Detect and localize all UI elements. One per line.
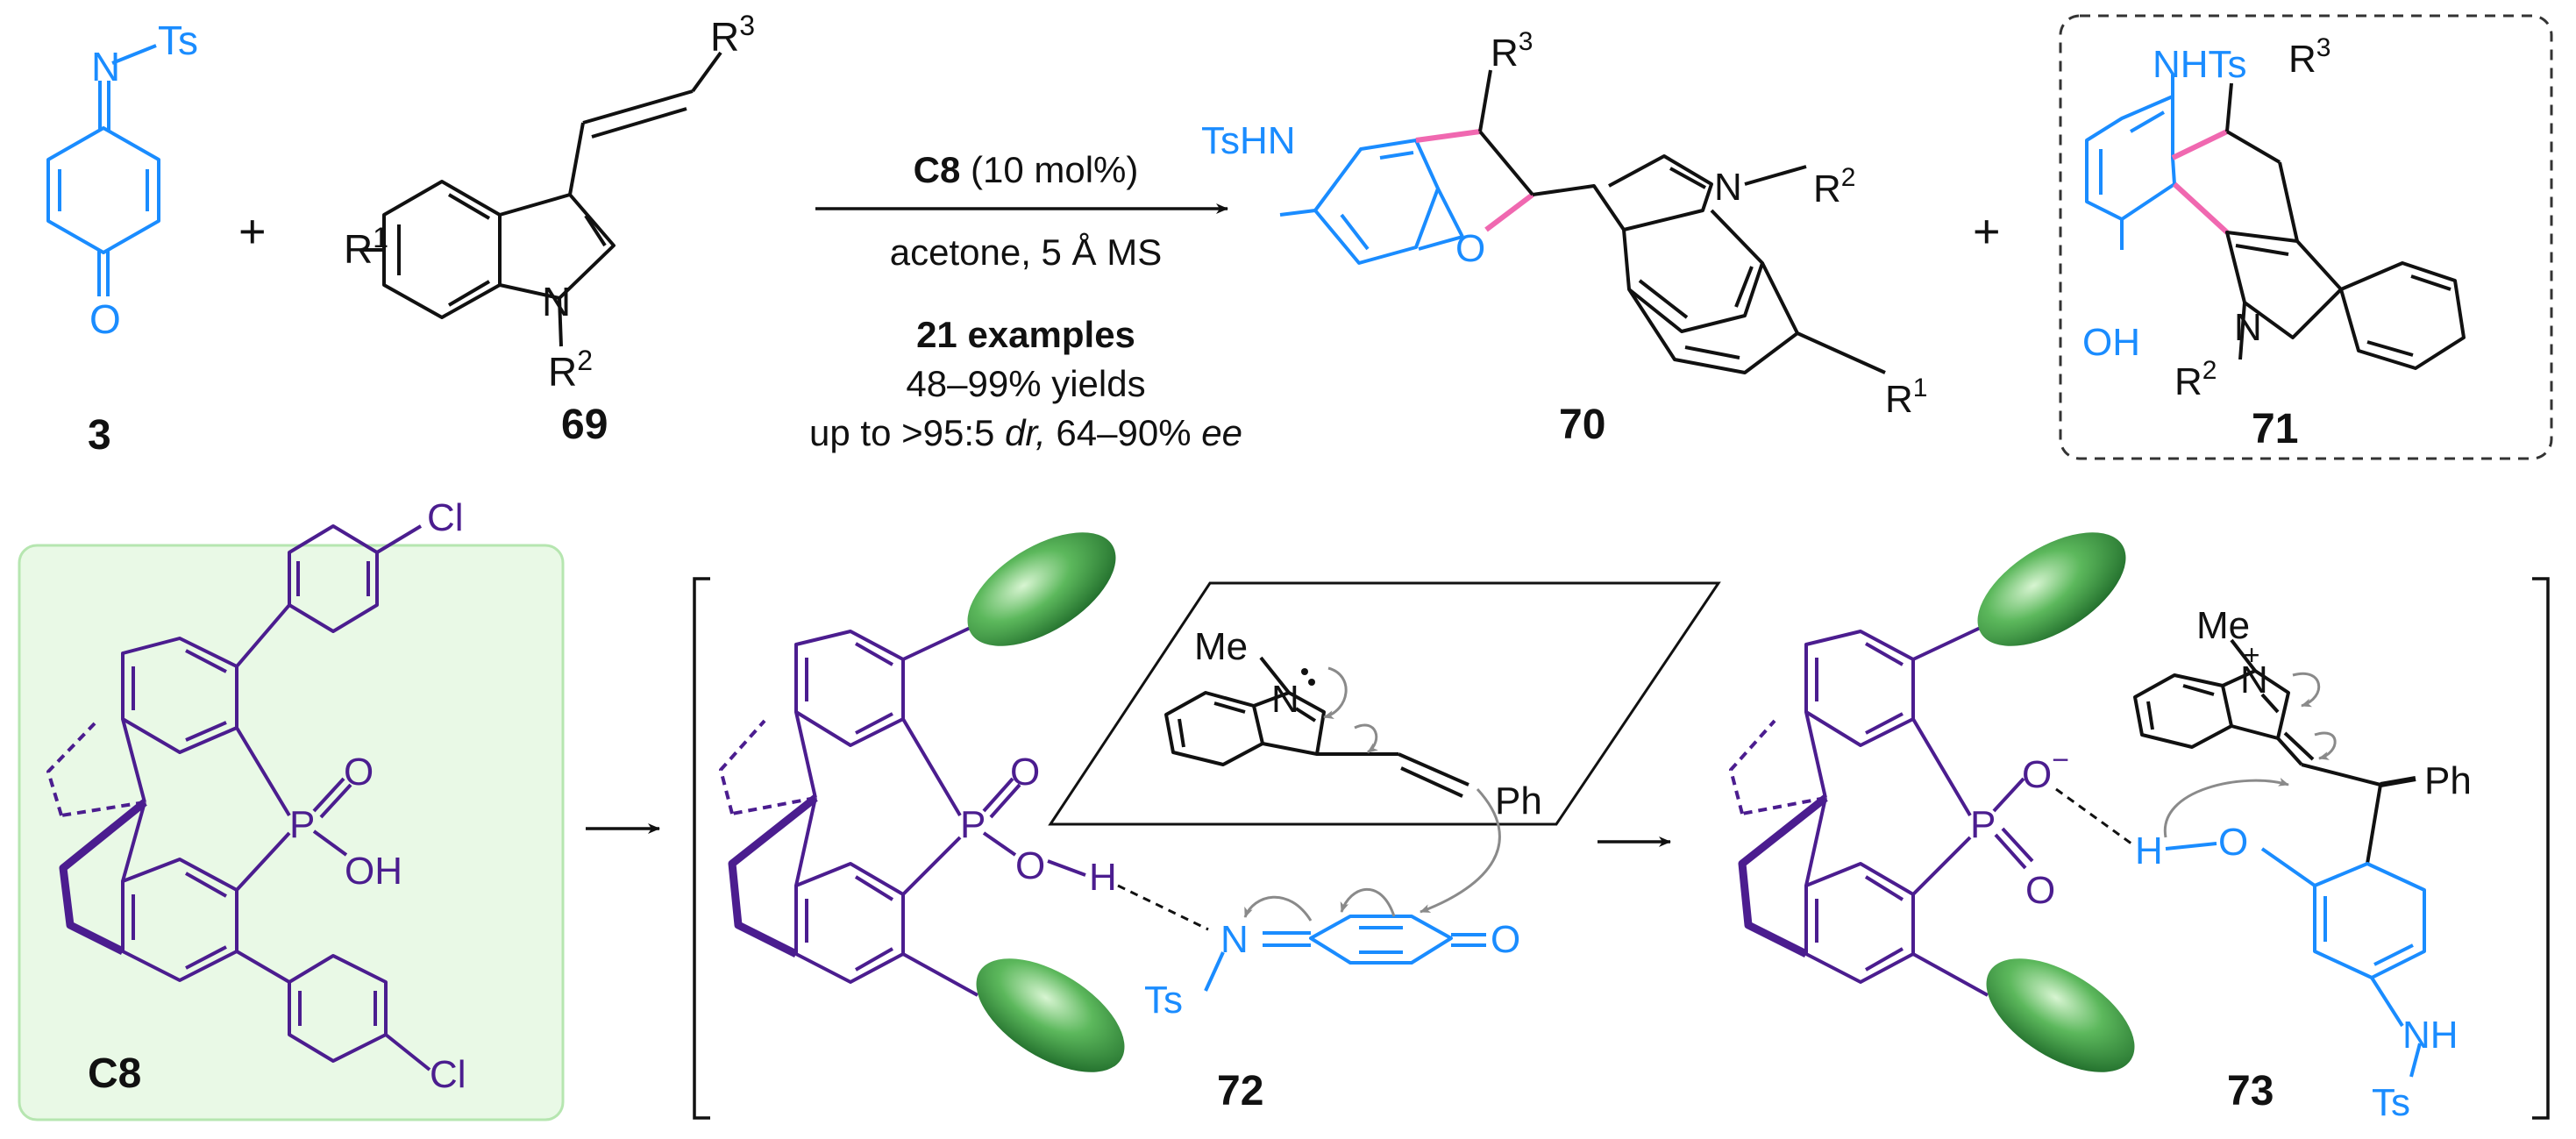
ts73-h-label: H: [2135, 829, 2163, 872]
ts72-indole-n-label: N: [1271, 678, 1299, 721]
c69-r1-label: R1: [344, 222, 388, 272]
c8-cl-top-label: Cl: [427, 496, 464, 539]
c70-o-label: O: [1455, 227, 1485, 270]
ts72-o1-label: O: [1010, 751, 1040, 794]
conditions-catalyst: C8 (10 mol%): [914, 149, 1139, 190]
ts73-number: 73: [2227, 1068, 2274, 1114]
compound-69: [361, 51, 722, 347]
ts73-nh-label: NH: [2402, 1014, 2459, 1057]
c70-r3-label: R3: [1491, 27, 1533, 75]
c71-nhts-label: NHTs: [2153, 43, 2247, 86]
compound-3-number: 3: [88, 412, 111, 459]
side-product-box: [2059, 14, 2553, 460]
compound-70-number: 70: [1559, 402, 1605, 448]
ts72-ketone-o-label: O: [1491, 918, 1520, 961]
ts72-electron-arrows: [1243, 666, 1501, 922]
c70-n-label: N: [1714, 166, 1742, 209]
c71-r3-label: R3: [2288, 33, 2330, 81]
ts73-steric-group-top: [1977, 532, 2126, 646]
ts72-me-label: Me: [1194, 625, 1248, 668]
ts72-p-label: P: [960, 803, 986, 846]
c71-n-label: N: [2234, 306, 2262, 349]
ts73-hbond: [2055, 787, 2136, 848]
ts73-ph-label: Ph: [2424, 759, 2472, 802]
ts73-p-label: P: [1970, 803, 1996, 846]
catalyst-c8-structure: [46, 524, 431, 1071]
ts-bracket-left: [693, 577, 710, 1120]
ts73-n-plus-label: N+: [2240, 639, 2268, 701]
ts73-o-minus-label: O−: [2022, 744, 2069, 796]
c8-oh-label: OH: [345, 850, 402, 893]
c71-r2-label: R2: [2174, 356, 2217, 403]
ts73-indolium: [2133, 638, 2416, 865]
ts73-catalyst-scaffold: [1729, 623, 2034, 997]
ts73-aminophenol: [2260, 847, 2426, 1078]
ts72-h-label: H: [1089, 856, 1117, 899]
c69-r2-label: R2: [548, 345, 593, 395]
compound-69-number: 69: [561, 402, 608, 448]
c8-o-label: O: [344, 751, 374, 794]
c69-n-label: N: [542, 279, 571, 324]
conditions-selectivity: up to >95:5 dr, 64–90% ee: [809, 412, 1242, 453]
compound-71: [2085, 75, 2466, 370]
ts73-steric-group-bottom: [1986, 958, 2135, 1072]
ts72-hbond: [1117, 884, 1209, 931]
c70-r2-label: R2: [1813, 163, 1855, 210]
catalyst-c8-label: C8: [88, 1050, 141, 1097]
ts73-o-bottom-label: O: [2025, 869, 2055, 912]
compound-70: [1279, 69, 1886, 374]
ts73-oh-bond: [2165, 842, 2217, 851]
c69-r3-label: R3: [710, 10, 755, 60]
ts72-ph-label: Ph: [1495, 780, 1542, 822]
ts73-ts-label: Ts: [2372, 1081, 2410, 1124]
ts72-steric-group-bottom: [976, 958, 1125, 1072]
conditions-examples: 21 examples: [916, 314, 1135, 355]
c70-tshn-label: TsHN: [1201, 119, 1296, 162]
conditions-yields: 48–99% yields: [906, 363, 1145, 404]
plus-sign-2: +: [1973, 205, 2001, 258]
c71-oh-label: OH: [2082, 321, 2140, 364]
conditions-solvent: acetone, 5 Å MS: [890, 231, 1163, 273]
compound-3: [46, 44, 160, 296]
ts73-me-label: Me: [2196, 604, 2250, 647]
c3-o-label: O: [89, 296, 121, 342]
ts72-o2-label: O: [1015, 844, 1045, 887]
catalyst-panel: [18, 544, 565, 1121]
ts72-ts-label: Ts: [1144, 979, 1183, 1022]
compound-71-number: 71: [2252, 406, 2298, 452]
ts72-vinylindole: [1164, 656, 1469, 798]
ts73-electron-arrows: [2163, 672, 2337, 838]
ts73-phenol-o-label: O: [2218, 821, 2248, 864]
ts72-quinone-imine: [1204, 915, 1486, 992]
ts-bracket-right: [2532, 577, 2550, 1120]
plus-sign-1: +: [238, 205, 267, 258]
ts72-steric-group-top: [967, 532, 1116, 646]
c70-r1-label: R1: [1885, 374, 1927, 421]
ts72-lone-pair-dot-1: [1301, 668, 1308, 675]
ts72-number: 72: [1217, 1068, 1263, 1114]
c8-p-label: P: [289, 803, 315, 846]
ts72-lone-pair-dot-2: [1308, 679, 1315, 686]
ts72-catalyst-scaffold: [719, 623, 1086, 997]
ts72-indole-plane: [1048, 581, 1721, 826]
c8-cl-bottom-label: Cl: [430, 1053, 466, 1096]
c3-n-label: N: [91, 44, 120, 89]
ts72-imine-n-label: N: [1220, 918, 1249, 961]
c3-ts-label: Ts: [158, 18, 198, 63]
